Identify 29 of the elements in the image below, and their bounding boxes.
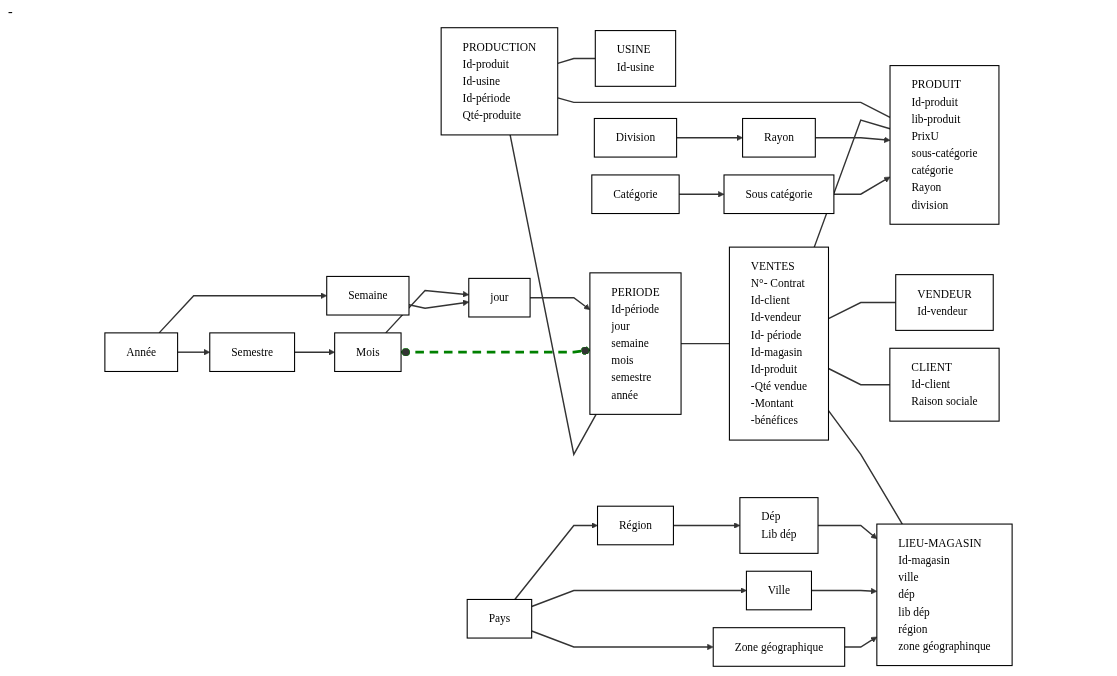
node-box: Mois — [334, 332, 402, 372]
node-box: PERIODE Id-période jour semaine mois semestre année — [589, 272, 682, 415]
node-box: LIEU-MAGASIN Id-magasin ville dép lib dép région zone géographinque — [876, 523, 1013, 667]
node-box: Sous catégorie — [723, 174, 835, 215]
node-box: Rayon — [742, 117, 816, 158]
arrow — [833, 176, 891, 195]
node-box: VENDEUR Id-vendeur — [895, 274, 994, 331]
node-box: Région — [597, 505, 674, 546]
node-box: Pays — [466, 598, 533, 639]
arrow — [158, 292, 327, 334]
node-box: Dép Lib dép — [739, 497, 819, 554]
connector — [509, 134, 597, 457]
node-box: PRODUIT Id-produit lib-produit PrixU sous-catégorie catégorie Rayon division — [889, 65, 1000, 225]
arrow — [514, 522, 598, 601]
node-box: jour — [468, 277, 531, 318]
node-box: Catégorie — [591, 174, 680, 215]
node-box: USINE Id-usine — [594, 30, 677, 87]
node-box: PRODUCTION Id-produit Id-usine Id-période Qté-produite — [440, 27, 559, 136]
connector — [557, 57, 596, 65]
connector — [557, 97, 891, 118]
node-box: Zone géographique — [712, 627, 846, 667]
node-box: Ville — [745, 570, 812, 611]
node-box: CLIENT Id-client Raison sociale — [889, 347, 1000, 422]
node-box: Semaine — [326, 275, 410, 316]
note-text: - — [8, 4, 13, 19]
node-box: Semestre — [209, 332, 296, 372]
node-box: VENTES N°- Contrat Id-client Id-vendeur Id- période Id-magasin Id-produit -Qté vendue -Montant -bénéfices — [728, 246, 830, 441]
node-box: Division — [593, 117, 678, 158]
node-box: Année — [104, 332, 179, 372]
